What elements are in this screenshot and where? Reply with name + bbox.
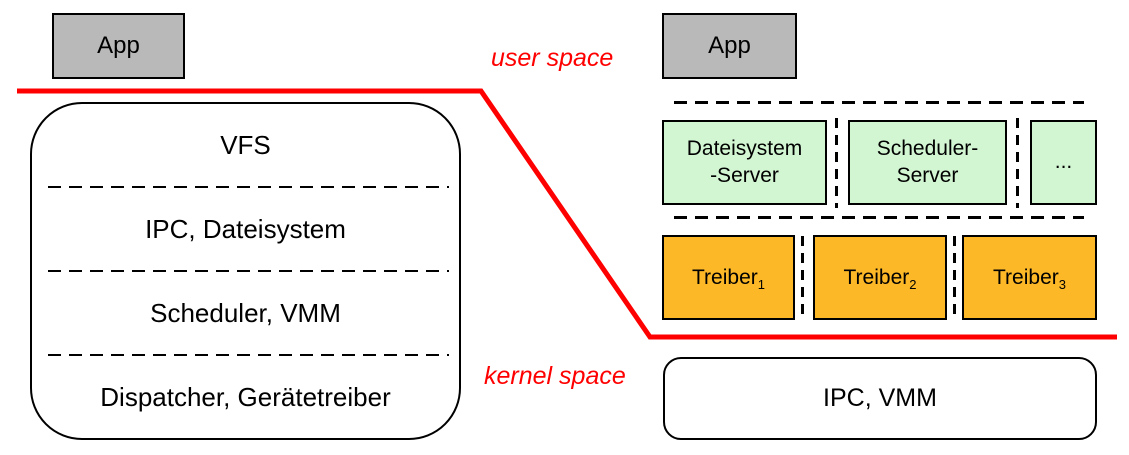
driver-3-label: Treiber3 [993, 265, 1066, 292]
layer-vfs: VFS [32, 104, 459, 186]
driver-1-label: Treiber1 [692, 265, 765, 292]
user-space-label: user space [491, 44, 614, 72]
driver-2-subscript: 2 [909, 276, 917, 292]
driver-box-3: Treiber3 [962, 235, 1097, 320]
dashed-driver-divider [953, 236, 956, 318]
dashed-separator-top [674, 101, 1084, 104]
microkernel-box: IPC, VMM [663, 357, 1097, 440]
server-scheduler-label: Scheduler- Server [876, 137, 979, 187]
driver-box-2: Treiber2 [813, 235, 947, 320]
dashed-separator-middle [674, 216, 1084, 219]
kernel-space-label: kernel space [484, 362, 626, 390]
dashed-layer-divider [48, 270, 449, 272]
driver-1-subscript: 1 [757, 276, 765, 292]
driver-2-label: Treiber2 [843, 265, 917, 292]
server-box-scheduler: Scheduler- Server [848, 120, 1007, 205]
dashed-server-divider [1016, 118, 1019, 208]
layer-ipc-dateisystem-label: IPC, Dateisystem [145, 213, 346, 244]
left-app-label: App [97, 32, 140, 59]
dashed-layer-divider [48, 354, 449, 356]
dashed-layer-divider [48, 186, 449, 188]
dashed-driver-divider [801, 236, 804, 318]
layer-scheduler-vmm-label: Scheduler, VMM [150, 297, 341, 328]
layer-dispatcher-geraetetreiber: Dispatcher, Gerätetreiber [32, 356, 459, 438]
right-app-box: App [662, 13, 797, 79]
layer-dispatcher-geraetetreiber-label: Dispatcher, Gerätetreiber [100, 381, 391, 412]
server-more-label: ... [1054, 150, 1073, 174]
monolithic-kernel-box: VFS IPC, Dateisystem Scheduler, VMM Disp… [30, 102, 461, 440]
layer-vfs-label: VFS [220, 129, 271, 160]
layer-scheduler-vmm: Scheduler, VMM [32, 272, 459, 354]
driver-3-subscript: 3 [1058, 276, 1066, 292]
server-box-more: ... [1030, 120, 1097, 205]
dashed-server-divider [835, 118, 838, 208]
server-dateisystem-label: Dateisystem -Server [686, 137, 803, 187]
right-app-label: App [708, 32, 751, 59]
layer-ipc-dateisystem: IPC, Dateisystem [32, 188, 459, 270]
server-box-dateisystem: Dateisystem -Server [662, 120, 827, 205]
driver-box-1: Treiber1 [662, 235, 795, 320]
microkernel-label: IPC, VMM [823, 384, 937, 412]
left-app-box: App [52, 13, 185, 79]
